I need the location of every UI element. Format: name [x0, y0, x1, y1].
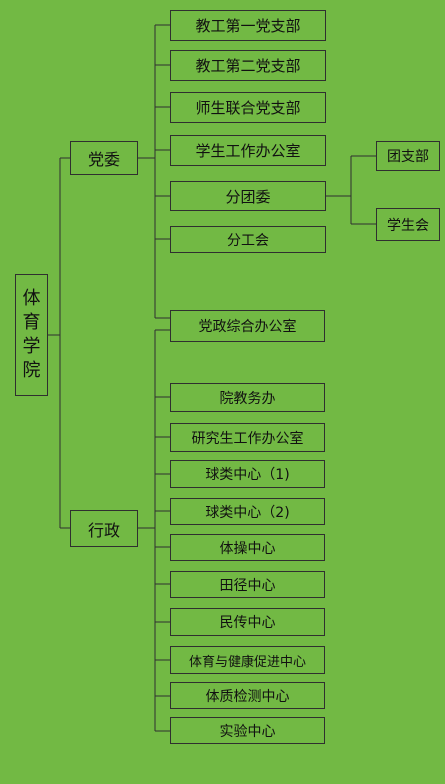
youth-child-node: 学生会: [376, 208, 440, 241]
party-committee-node: 党委: [70, 141, 138, 175]
party-child-node: 师生联合党支部: [170, 92, 326, 123]
youth-child-node: 团支部: [376, 141, 440, 171]
party-child-node: 教工第一党支部: [170, 10, 326, 41]
administration-node: 行政: [70, 510, 138, 547]
party-child-node: 分工会: [170, 226, 326, 253]
admin-child-node: 球类中心（2): [170, 498, 325, 525]
root-char: 院: [22, 360, 41, 381]
root-node: 体 育 学 院: [15, 274, 48, 396]
admin-child-node: 体育与健康促进中心: [170, 646, 325, 674]
root-char: 体: [22, 288, 41, 309]
admin-child-node: 实验中心: [170, 717, 325, 744]
admin-child-node: 体操中心: [170, 534, 325, 561]
admin-child-node: 研究生工作办公室: [170, 423, 325, 452]
admin-child-node: 体质检测中心: [170, 682, 325, 709]
admin-child-node: 院教务办: [170, 383, 325, 412]
youth-league-node: 分团委: [170, 181, 326, 211]
root-char: 育: [22, 312, 41, 333]
party-child-node: 学生工作办公室: [170, 135, 326, 166]
admin-child-node: 民传中心: [170, 608, 325, 636]
admin-child-node: 党政综合办公室: [170, 310, 325, 342]
root-char: 学: [22, 336, 41, 357]
party-child-node: 教工第二党支部: [170, 50, 326, 81]
admin-child-node: 球类中心（1): [170, 460, 325, 488]
admin-child-node: 田径中心: [170, 571, 325, 598]
